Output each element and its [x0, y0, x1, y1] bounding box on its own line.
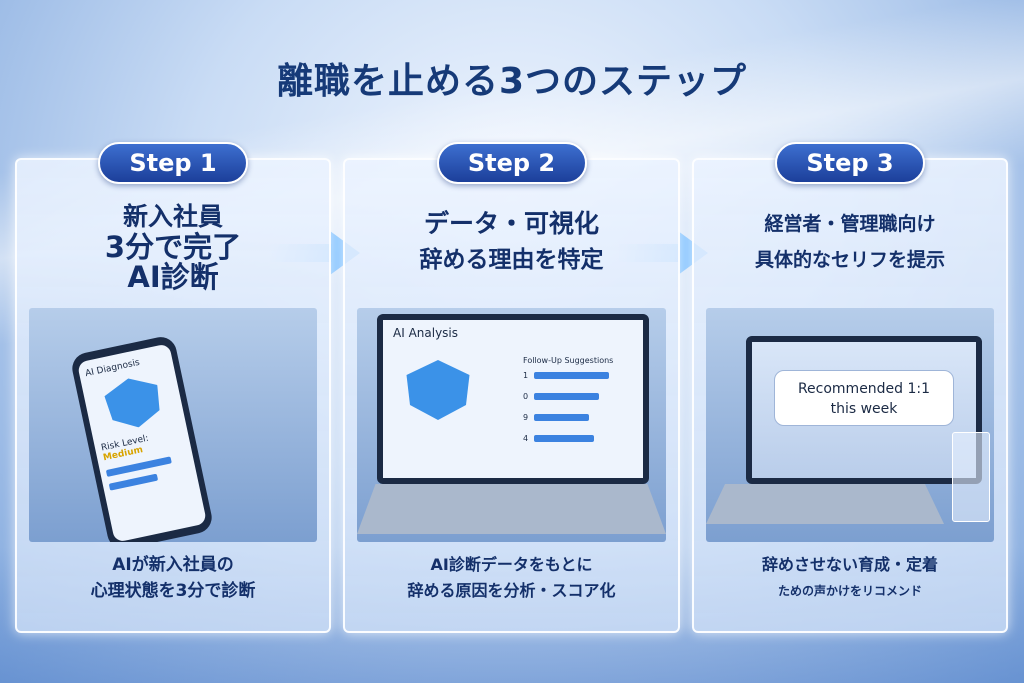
laptop-screen: AI Analysis Follow-Up Suggestions 1 0 9 …: [377, 314, 649, 484]
step-3-panel: Step 3 経営者・管理職向け 具体的なセリフを提示 Recommended …: [692, 142, 1008, 633]
step-caption: 辞めさせない育成・定着 ための声かけをリコメンド: [761, 555, 938, 598]
laptop-illustration: AI Analysis Follow-Up Suggestions 1 0 9 …: [357, 308, 666, 542]
laptop-illustration: Recommended 1:1 this week: [706, 308, 994, 542]
step-badge: Step 1: [98, 142, 248, 184]
step-caption: AI診断データをもとに 辞める原因を分析・スコア化: [407, 555, 616, 600]
step-1-panel: Step 1 新入社員 3分で完了 AI診断 AI Diagnosis Risk…: [15, 142, 331, 633]
step-2-panel: Step 2 データ・可視化 辞める理由を特定 AI Analysis Foll…: [343, 142, 680, 633]
speech-bubble: Recommended 1:1 this week: [774, 370, 954, 426]
step-caption: AIが新入社員の 心理状態を3分で診断: [90, 555, 256, 601]
radar-chart: [406, 360, 470, 420]
radar-chart: [99, 372, 168, 433]
laptop-keyboard: [357, 484, 666, 534]
step-badge: Step 2: [436, 142, 587, 184]
step-badge: Step 3: [775, 142, 925, 184]
step-heading: 新入社員 3分で完了 AI診断: [104, 202, 242, 294]
step-heading: 経営者・管理職向け 具体的なセリフを提示: [754, 213, 945, 271]
phone: AI Diagnosis Risk Level: Medium: [69, 334, 215, 542]
water-glass: [952, 432, 990, 522]
laptop-screen: Recommended 1:1 this week: [746, 336, 982, 484]
page-title: 離職を止める3つのステップ: [276, 61, 748, 102]
app-title: AI Diagnosis: [84, 357, 141, 380]
laptop-keyboard: [706, 484, 944, 524]
step-heading: データ・可視化 辞める理由を特定: [419, 209, 604, 273]
phone-illustration: AI Diagnosis Risk Level: Medium: [29, 308, 317, 542]
